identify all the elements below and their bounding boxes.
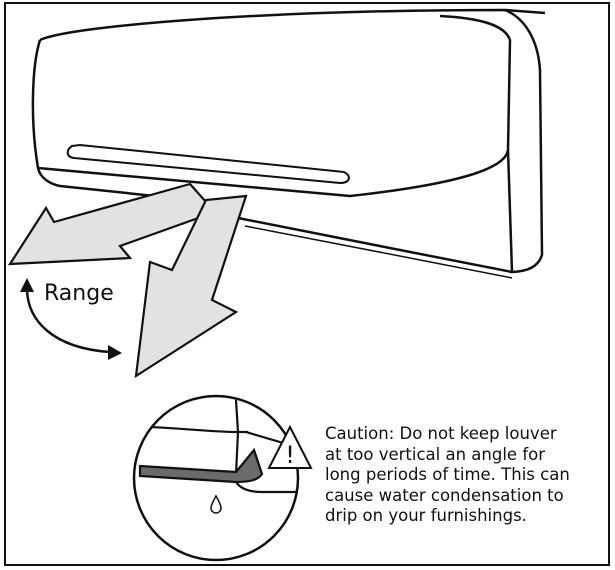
ac-underside-inner	[244, 225, 513, 279]
ac-left-end	[31, 39, 42, 169]
airflow-arrow-downward	[134, 194, 248, 379]
ac-right-face	[506, 149, 514, 273]
ac-right-side	[504, 8, 544, 274]
caution-text: Caution: Do not keep louver at too verti…	[325, 424, 610, 527]
range-indicator	[20, 278, 122, 360]
ac-underside	[237, 216, 513, 274]
detail-body-bottom	[235, 481, 298, 494]
caution-line-2: at too vertical an angle for	[325, 444, 546, 464]
ac-top-edge	[39, 8, 546, 42]
caution-line-3: long periods of time. This can	[325, 465, 570, 484]
ac-front-panel	[37, 14, 512, 198]
ac-display-slot	[66, 144, 350, 184]
warning-triangle-icon: !	[267, 424, 313, 469]
range-label: Range	[44, 281, 114, 306]
figure-border	[4, 2, 610, 566]
range-arrowhead-bottom	[108, 345, 122, 360]
caution-line-1: Caution: Do not keep louver	[325, 424, 557, 443]
range-arrowhead-top	[20, 278, 34, 292]
caution-line-4: cause water condensation to	[325, 485, 564, 505]
ac-unit	[31, 8, 546, 279]
warning-symbol: !	[285, 441, 295, 469]
range-arc	[25, 289, 111, 354]
water-drop-icon	[210, 494, 222, 514]
warning-triangle-shape	[267, 424, 313, 469]
caution-line-5: drip on your furnishings.	[325, 506, 527, 525]
ac-bottom-lip	[36, 167, 241, 207]
detail-housing-edge	[234, 399, 240, 475]
airflow-arrows	[7, 182, 248, 379]
detail-magnifier	[132, 394, 300, 562]
